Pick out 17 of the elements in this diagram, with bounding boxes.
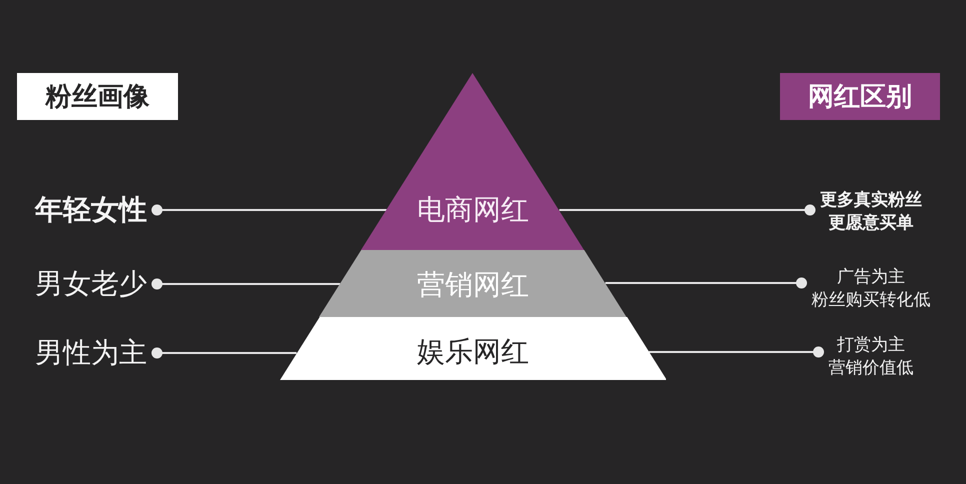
description-text: 更多真实粉丝更愿意买单 [810,189,922,235]
tier-label: 娱乐网红 [416,335,529,369]
tier-label: 电商网红 [416,193,529,227]
leader-line [152,278,340,290]
audience-label: 男性为主 [35,336,157,370]
section-heading: 网红区别 [780,73,940,120]
section-heading: 粉丝画像 [17,73,178,120]
leader-line [559,204,816,216]
leader-line [152,204,387,216]
tier-label: 营销网红 [416,268,529,302]
audience-label: 年轻女性 [35,193,157,227]
leader-line [648,346,824,358]
leader-line [152,348,297,358]
description-text: 广告为主粉丝购买转化低 [802,266,930,312]
leader-line [605,278,807,288]
description-text: 打赏为主营销价值低 [818,334,914,380]
audience-label: 男女老少 [35,267,157,301]
